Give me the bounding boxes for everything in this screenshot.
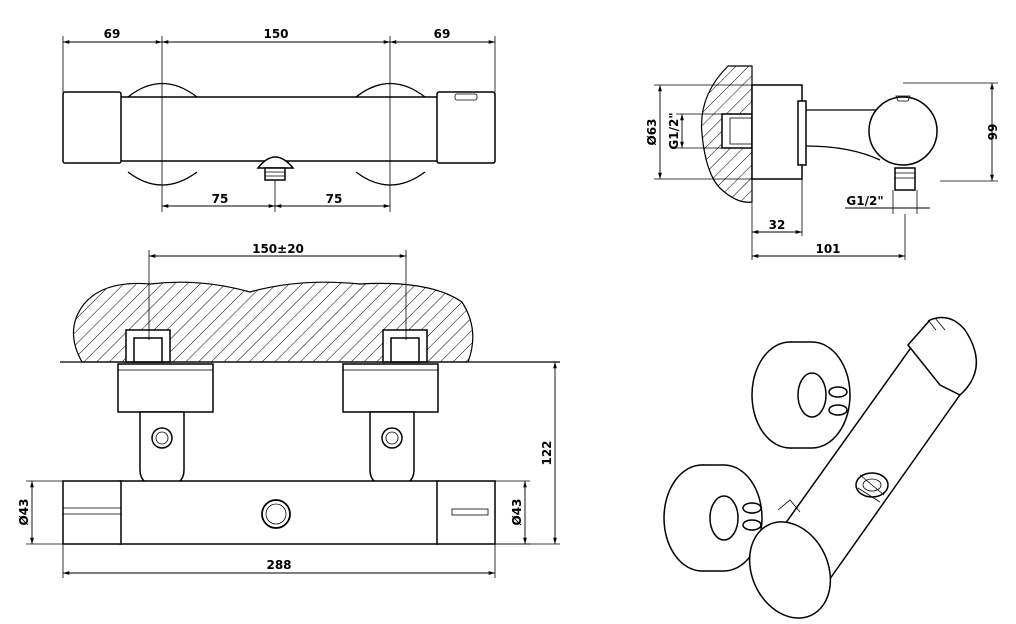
dim-288: 288 (266, 558, 291, 572)
front-right-escutcheon (342, 363, 439, 413)
dim-side-g12-wall: G1/2" (667, 112, 681, 149)
top-right-handle-mark (454, 93, 478, 101)
dim-side-g12-outlet: G1/2" (846, 194, 883, 208)
side-arm (805, 109, 881, 161)
isometric-view (663, 316, 978, 619)
front-right-handle (436, 480, 496, 545)
front-left-arm (139, 411, 185, 489)
side-body-circle (868, 96, 938, 166)
front-outlet (261, 499, 291, 529)
dim-side-101: 101 (815, 242, 840, 256)
dim-d43-left: Ø43 (17, 499, 31, 526)
top-body-bar (119, 96, 439, 162)
side-escutcheon (751, 84, 803, 180)
dim-69-right: 69 (434, 27, 451, 41)
dim-d43-right: Ø43 (510, 499, 524, 526)
side-wall-thread (721, 113, 753, 149)
dim-150-pm-20: 150±20 (252, 242, 304, 256)
dim-side-66: 66 (985, 124, 999, 141)
iso-bottom-handle (748, 521, 832, 619)
top-view: 69 150 69 75 75 (62, 27, 496, 212)
front-left-handle (62, 480, 122, 545)
top-outlet-nut (264, 167, 286, 181)
top-outlet-dome (256, 156, 295, 169)
front-body-bar (119, 480, 439, 545)
iso-top-handle (907, 316, 978, 396)
top-left-handle (62, 91, 122, 164)
front-view: 150±20 288 Ø43 Ø43 122 (17, 242, 560, 578)
dim-75-left: 75 (212, 192, 229, 206)
dim-69-left: 69 (104, 27, 121, 41)
dim-122: 122 (540, 440, 554, 465)
dim-side-32: 32 (769, 218, 786, 232)
front-left-escutcheon (117, 363, 214, 413)
front-right-arm (369, 411, 415, 489)
top-right-handle (436, 91, 496, 164)
side-view: Ø63 G1/2" 66 G1/2" 32 101 (645, 65, 999, 260)
dim-75-right: 75 (326, 192, 343, 206)
side-outlet (894, 167, 916, 191)
dim-side-d63: Ø63 (645, 119, 659, 146)
dim-150: 150 (263, 27, 288, 41)
front-wall-section (72, 281, 474, 363)
